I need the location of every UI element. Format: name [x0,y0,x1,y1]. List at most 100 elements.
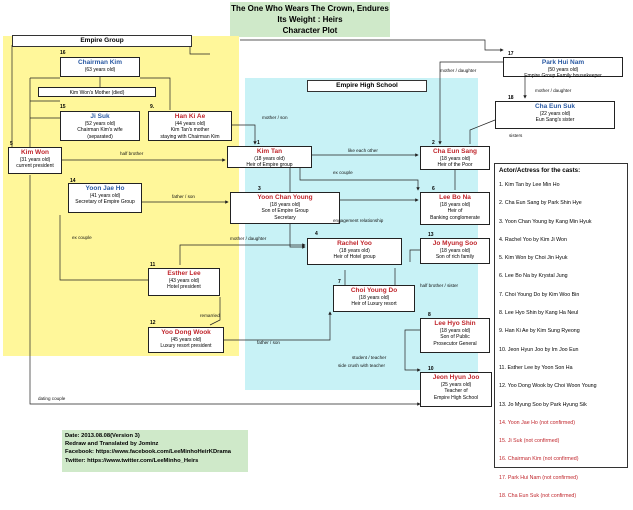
age-yoon-chan-young: (18 years old) [269,202,301,208]
node-kim-tan: Kim Tan (18 years old) Heir of Empire gr… [227,146,312,168]
num-2: 2 [432,140,435,146]
line-father-son-2 [212,311,332,341]
age-yoo-dong-wook: (45 years old) [170,337,202,343]
node-chairman-kim: Chairman Kim (63 years old) [60,57,140,77]
line-ex-couple-2 [59,215,148,281]
age-cha-eun-sang: (18 years old) [439,156,471,162]
line-parkhuinam-chaeunsang [438,61,508,145]
credits-box: Date: 2013.08.08(Version 3) Redraw and T… [62,430,248,472]
num-6: 6 [432,186,435,192]
num-9: 9. [150,104,155,110]
desc-han-ki-ae: Kim Tan's mother [170,127,210,134]
label-mother-son: mother / son [262,115,288,120]
name-yoo-dong-wook: Yoo Dong Wook [161,329,211,336]
node-yoon-jae-ho: Yoon Jae Ho (41 years old) Secretary of … [68,183,142,213]
node-kimwon-mother: Kim Won's Mother (died) [38,87,156,97]
label-father-son-2: father / son [257,340,280,345]
cast-item: 16. Chairman Kim (not confirmed) [499,456,579,463]
age-han-ki-ae: (44 years old) [174,121,206,127]
node-choi-young-do: Choi Young Do (18 years old) Heir of Lux… [333,285,415,312]
name-yoon-jae-ho: Yoon Jae Ho [85,185,125,192]
label-sisters: sisters [509,133,523,138]
num-5: 5 [10,141,13,147]
desc-lee-bo-na: Heir of [447,208,463,215]
cast-item: 5. Kim Won by Choi Jin Hyuk [499,255,568,262]
num-13: 13 [428,232,434,238]
desc-yoo-dong-wook: Luxury resort president [160,343,212,350]
name-lee-bo-na: Lee Bo Na [439,194,471,201]
line-ex-couple [299,168,420,191]
num-16: 16 [60,50,66,56]
age-park-hui-nam: (50 years old) [547,67,579,73]
line-remarried [209,297,221,326]
num-10: 10 [428,366,434,372]
desc-esther-lee: Hotel president [167,284,201,291]
name-chairman-kim: Chairman Kim [77,59,123,66]
age-esther-lee: (43 years old) [168,278,200,284]
desc2-ji-suk: (separated) [87,133,113,140]
num-14: 14 [70,178,76,184]
desc-jeon-hyun-joo: Teacher of [444,388,468,395]
age-cha-eun-suk: (22 years old) [539,111,571,117]
credit-facebook[interactable]: Facebook: https://www.facebook.com/LeeMi… [65,449,231,456]
node-kim-won: Kim Won (31 years old) current president [8,147,62,174]
age-ji-suk: (52 years old) [84,121,116,127]
desc-kim-won: current president [16,163,54,170]
name-cha-eun-sang: Cha Eun Sang [432,148,478,155]
credit-twitter[interactable]: Twitter: https://www.twitter.com/LeeMinh… [65,457,199,464]
cast-list: Actor/Actress for the casts: 1. Kim Tan … [494,163,628,499]
cast-item: 6. Lee Bo Na by Krystal Jung [499,273,568,280]
desc2-han-ki-ae: staying with Chairman Kim [160,133,220,140]
cast-item: 13. Jo Myung Soo by Park Hyung Sik [499,401,587,408]
label-half-brother: half brother [120,151,144,156]
name-han-ki-ae: Han Ki Ae [174,113,206,120]
cast-item: 15. Ji Suk (not confirmed) [499,438,560,445]
label-ex-couple: ex couple [333,170,353,175]
desc2-yoon-chan-young: Secretary [274,214,296,221]
cast-item: 4. Rachel Yoo by Kim Ji Won [499,236,567,243]
line-sisters [469,119,496,144]
cast-item: 11. Esther Lee by Yoon Son Ha [499,364,573,371]
cast-item: 18. Cha Eun Suk (not confirmed) [499,493,577,500]
empire-group-label: Empire Group [12,35,192,47]
desc-jo-myung-soo: Son of rich family [435,254,475,261]
num-7: 7 [338,279,341,285]
node-yoon-chan-young: Yoon Chan Young (18 years old) Son of Em… [230,192,340,224]
desc-cha-eun-suk: Eun Sang's sister [535,117,575,124]
name-esther-lee: Esther Lee [167,270,201,277]
node-esther-lee: Esther Lee (43 years old) Hotel presiden… [148,268,220,296]
credit-date: Date: 2013.08.08(Version 3) [65,433,140,439]
age-choi-young-do: (18 years old) [358,295,390,301]
desc2-lee-hyo-shin: Prosecutor General [433,340,477,347]
age-lee-bo-na: (18 years old) [439,202,471,208]
num-1: 1 [257,140,260,146]
label-ex-couple-2: ex couple [72,235,92,240]
num-11: 11 [150,262,156,268]
age-kim-won: (31 years old) [19,157,51,163]
node-han-ki-ae: Han Ki Ae (44 years old) Kim Tan's mothe… [148,111,232,141]
node-cha-eun-sang: Cha Eun Sang (18 years old) Heir of the … [420,146,490,170]
desc-yoon-chan-young: Son of Empire Group [261,208,309,215]
age-kim-tan: (18 years old) [254,156,285,162]
name-cha-eun-suk: Cha Eun Suk [534,103,576,110]
desc-ji-suk: Chairman Kim's wife [77,127,123,134]
label-mother-daughter-1: mother / daughter [440,68,477,73]
label-like-each-other: like each other [348,148,378,153]
diagram-title: The One Who Wears The Crown, Endures Its… [230,2,390,37]
label-student-teacher: student / teacher [352,355,387,360]
label-side-crush: side crush with teacher [338,363,385,368]
num-17: 17 [508,51,514,57]
name-ji-suk: Ji Suk [90,113,110,120]
node-jeon-hyun-joo: Jeon Hyun Joo (25 years old) Teacher of … [420,372,492,407]
node-lee-bo-na: Lee Bo Na (18 years old) Heir of Banking… [420,192,490,225]
node-park-hui-nam: Park Hui Nam (50 years old) Empire Group… [503,57,623,79]
desc2-lee-bo-na: Banking conglomerate [430,214,480,221]
label-dating-couple: dating couple [38,396,66,401]
name-kim-tan: Kim Tan [256,148,283,155]
name-jeon-hyun-joo: Jeon Hyun Joo [432,374,480,381]
desc-kim-tan: Heir of Empire group [246,162,293,169]
cast-item: 8. Lee Hyo Shin by Kang Ha Neul [499,310,579,317]
num-18: 18 [508,95,514,101]
node-ji-suk: Ji Suk (52 years old) Chairman Kim's wif… [60,111,140,141]
name-park-hui-nam: Park Hui Nam [541,59,585,66]
